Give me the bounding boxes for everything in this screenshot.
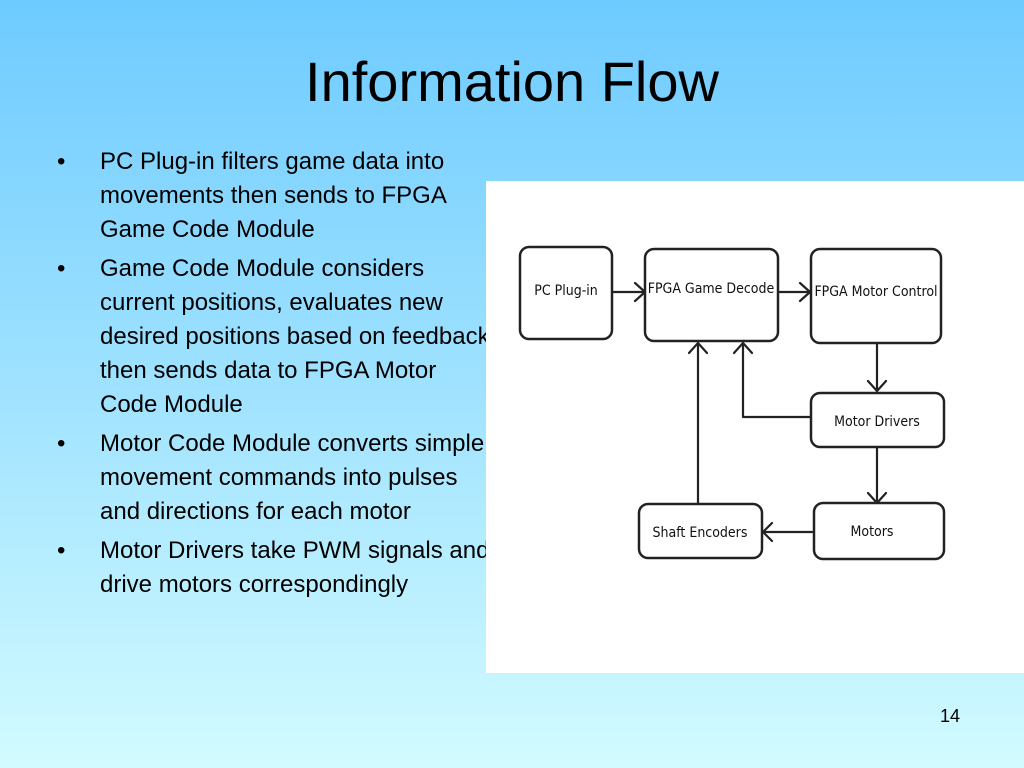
bullet-item: • PC Plug-in filters game data into movem… — [57, 145, 497, 247]
edge-motors-to-shaft-encoders — [761, 521, 814, 543]
node-label: Motors — [851, 524, 894, 540]
node-fpga-game-decode — [643, 247, 780, 343]
edge-game-decode-to-motor-control — [776, 281, 812, 303]
bullet-item: • Game Code Module considers current posi… — [57, 252, 497, 422]
edge-motor-control-to-motor-drivers — [866, 341, 888, 393]
bullet-dot-icon: • — [57, 148, 66, 175]
node-shaft-encoders — [637, 502, 764, 560]
node-fpga-motor-control — [809, 247, 943, 345]
edge-pc-to-game-decode — [611, 281, 647, 303]
slide-title: Information Flow — [305, 50, 719, 113]
node-label: PC Plug-in — [534, 283, 598, 299]
bullet-text: Game Code Module considers current posit… — [100, 255, 497, 418]
bullet-text: Motor Drivers take PWM signals and drive… — [100, 537, 490, 598]
bullet-list: • PC Plug-in filters game data into movem… — [57, 145, 497, 607]
edge-motor-drivers-to-motors — [866, 446, 888, 505]
node-label: Motor Drivers — [834, 414, 920, 430]
bullet-dot-icon: • — [57, 430, 66, 457]
node-motors — [812, 501, 946, 561]
node-label: FPGA Game Decode — [648, 281, 775, 297]
bullet-item: • Motor Code Module converts simple movem… — [57, 427, 497, 529]
node-label: Shaft Encoders — [653, 525, 748, 541]
flow-diagram: PC Plug-in FPGA Game Decode FPGA Motor C… — [486, 181, 1024, 673]
bullet-item: • Motor Drivers take PWM signals and driv… — [57, 534, 497, 602]
bullet-text: PC Plug-in filters game data into moveme… — [100, 148, 446, 243]
node-pc-plugin — [518, 245, 614, 341]
edge-motor-drivers-to-game-decode — [732, 341, 813, 419]
node-motor-drivers — [809, 391, 946, 449]
edge-shaft-encoders-to-game-decode — [687, 341, 709, 505]
bullet-dot-icon: • — [57, 255, 66, 282]
node-label: FPGA Motor Control — [814, 284, 937, 300]
page-number: 14 — [939, 706, 960, 726]
bullet-dot-icon: • — [57, 537, 66, 564]
bullet-text: Motor Code Module converts simple moveme… — [100, 430, 485, 525]
